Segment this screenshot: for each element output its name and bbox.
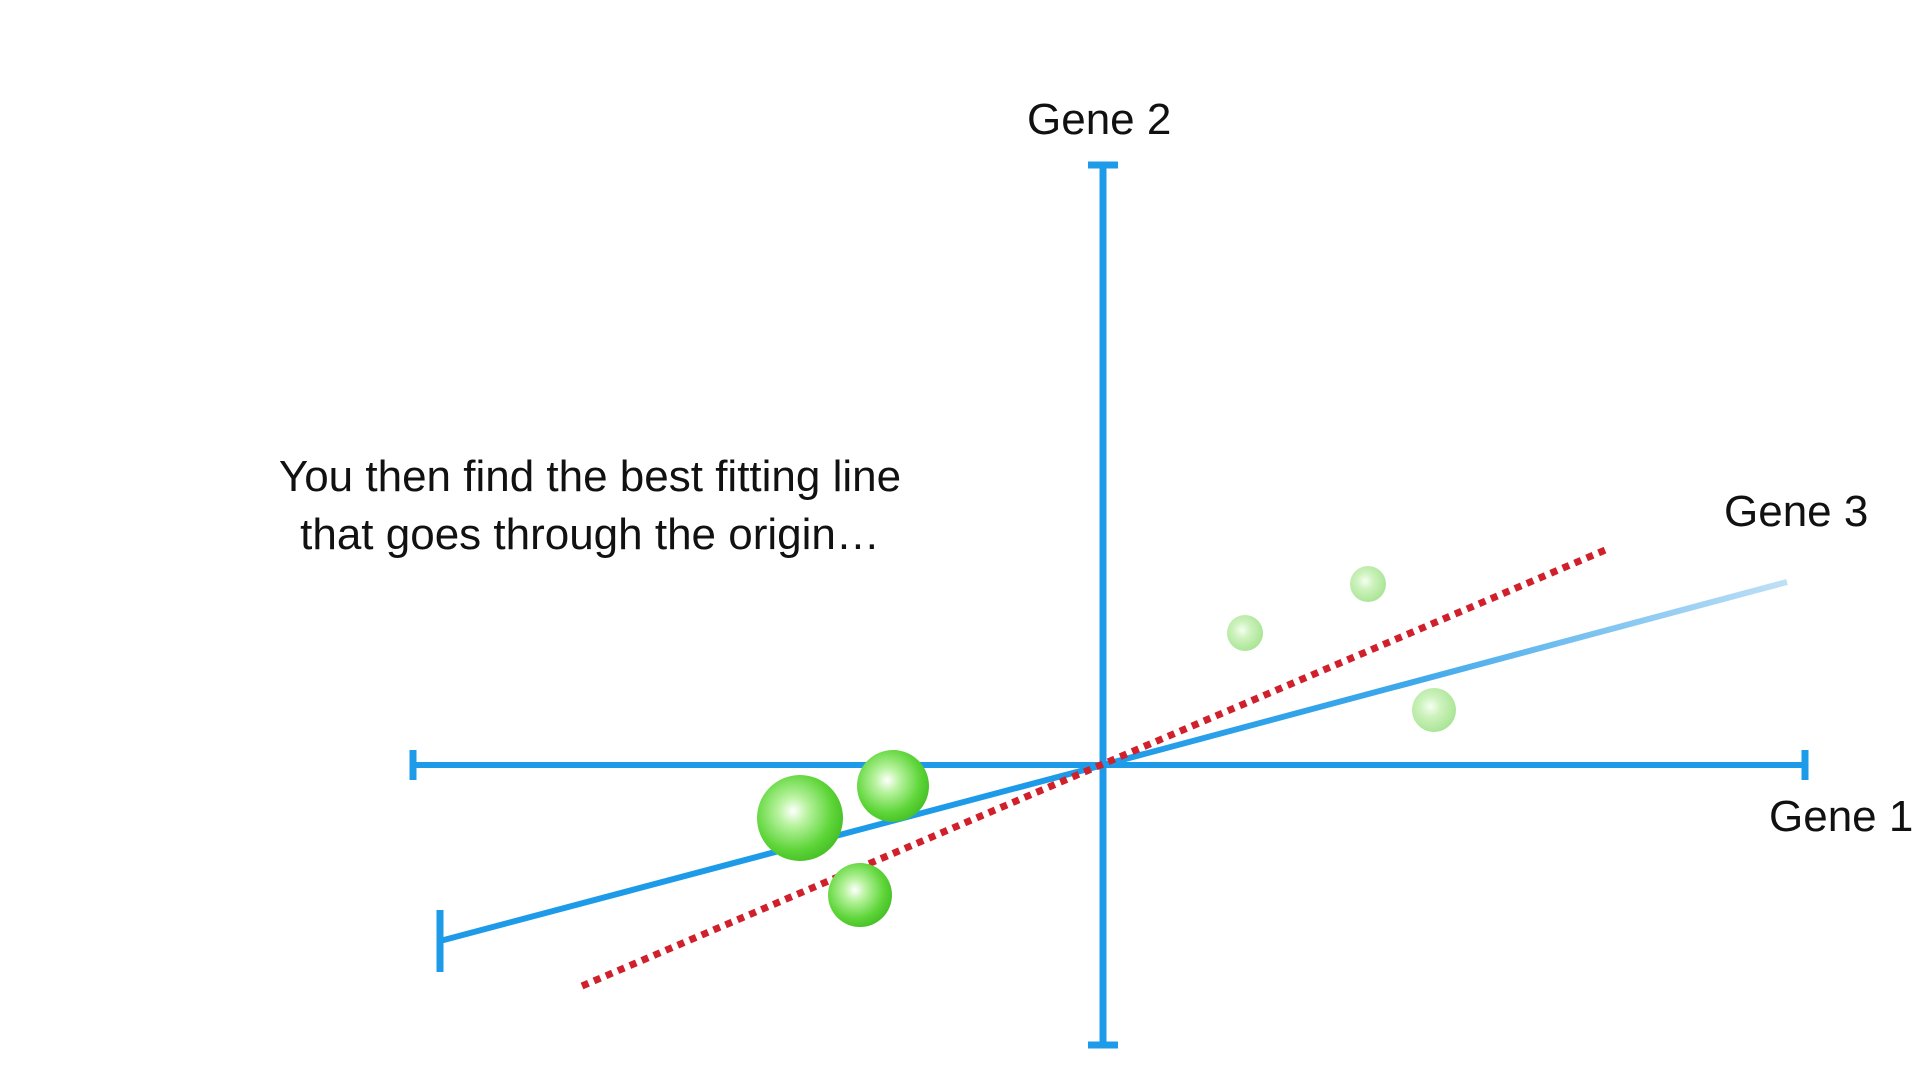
- gene3-axis: [436, 579, 1788, 972]
- data-point: [1350, 566, 1386, 602]
- gene2-axis-label: Gene 2: [1027, 95, 1172, 144]
- gene2-axis: [1088, 161, 1118, 1049]
- caption-text: You then find the best fitting line that…: [278, 452, 902, 559]
- data-point: [1227, 615, 1263, 651]
- data-point: [828, 863, 892, 927]
- data-point: [1412, 688, 1456, 732]
- data-point: [757, 775, 843, 861]
- gene1-axis-label: Gene 1: [1769, 792, 1914, 841]
- best-fit-line: [580, 544, 1612, 990]
- gene3-axis-label: Gene 3: [1724, 487, 1869, 536]
- data-point: [857, 750, 929, 822]
